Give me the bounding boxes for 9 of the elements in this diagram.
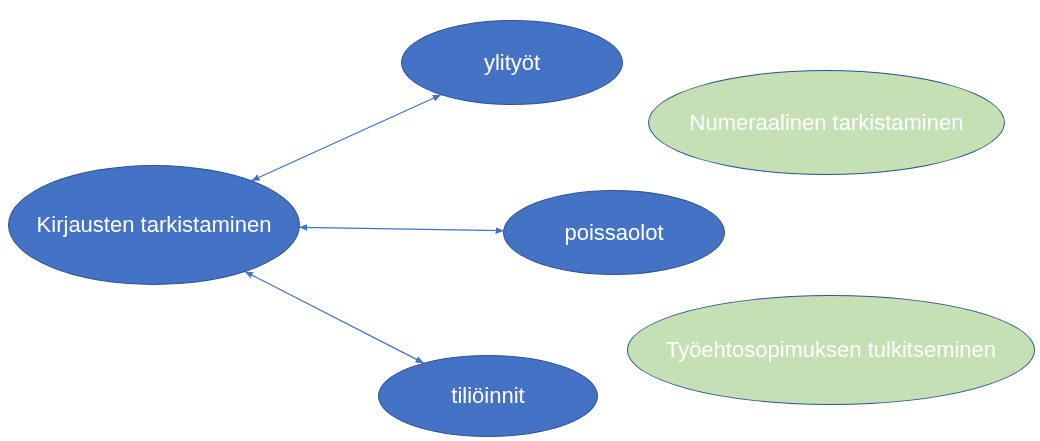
double-arrow bbox=[299, 224, 504, 234]
node-label: Työehtosopimuksen tulkitseminen bbox=[665, 336, 997, 365]
double-arrow bbox=[244, 271, 424, 364]
node-label: poissaolot bbox=[564, 218, 664, 247]
node-label: Numeraalinen tarkistaminen bbox=[689, 108, 964, 137]
node-label: Kirjausten tarkistaminen bbox=[36, 211, 272, 240]
node-label: ylityöt bbox=[483, 48, 541, 77]
double-arrow bbox=[251, 94, 442, 182]
node-label: tiliöinnit bbox=[451, 382, 525, 411]
